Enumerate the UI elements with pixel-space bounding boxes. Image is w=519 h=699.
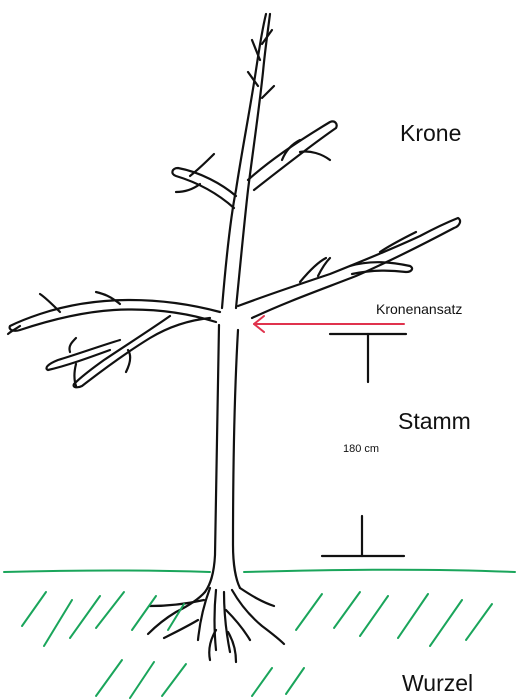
crown-branches: [8, 14, 460, 387]
height-marker-top: [330, 334, 406, 382]
height-marker-bottom: [322, 516, 404, 556]
crown-label: Krone: [400, 120, 461, 147]
trunk: [205, 325, 240, 592]
root-label: Wurzel: [402, 670, 473, 697]
roots: [148, 588, 284, 662]
trunk-label: Stamm: [398, 408, 471, 435]
trunk-height-label: 180 cm: [343, 443, 379, 455]
crown-base-label: Kronenansatz: [376, 301, 462, 317]
crown-base-arrow: [254, 316, 404, 332]
